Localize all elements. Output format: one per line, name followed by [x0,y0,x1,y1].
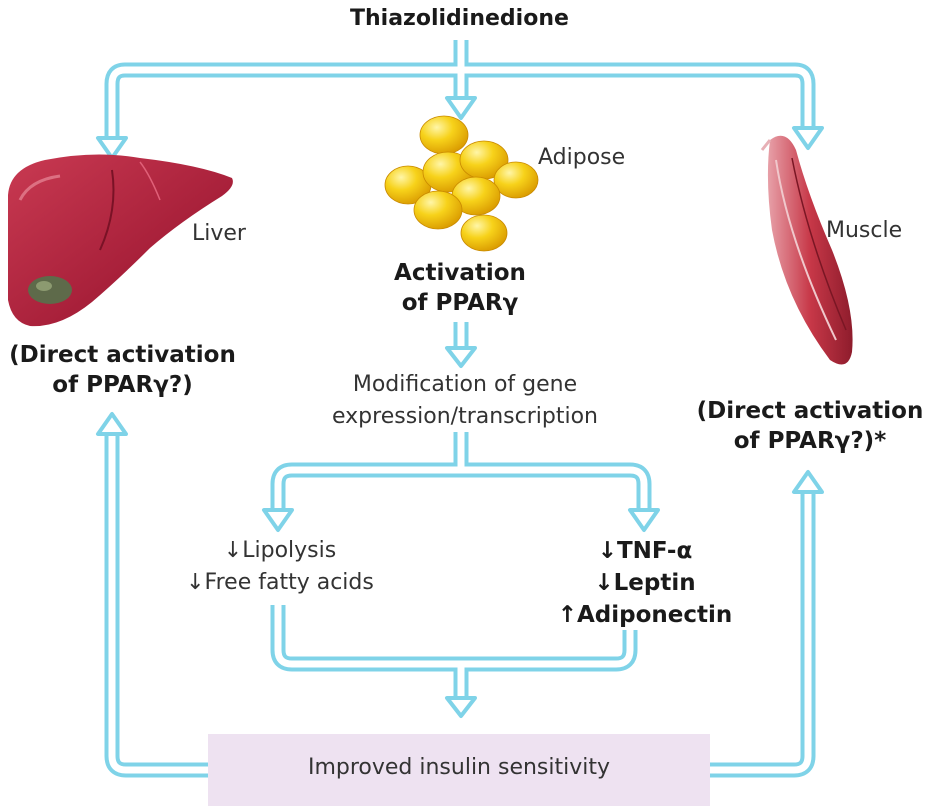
adipose-label: Adipose [538,145,626,170]
liver-direct-activation-note: (Direct activation of PPARγ?) [0,340,245,400]
effect-lipolysis: ↓Lipolysis [223,538,337,563]
adipose-cells [384,115,539,252]
effect-free-fatty-acids: ↓Free fatty acids [186,570,374,595]
ppar-to-gene-arrow [445,322,477,368]
gene-line-1: Modification of gene [352,372,578,397]
muscle-note-line-2: of PPARγ?)* [733,428,887,454]
muscle-label: Muscle [826,218,903,243]
effect-tnf-alpha: ↓TNF-α [597,538,693,564]
ppar-activation-line-2: of PPARγ [401,290,519,316]
liver-label: Liver [192,221,246,246]
gene-split-arrows [262,432,660,532]
effect-leptin: ↓Leptin [594,570,696,596]
liver-note-line-2: of PPARγ?) [52,372,193,398]
top-arrowheads [96,96,824,160]
adipokine-effects: ↓TNF-α ↓Leptin ↑Adiponectin [555,535,735,631]
lipolysis-effects: ↓Lipolysis ↓Free fatty acids [170,535,390,599]
ppar-activation-line-1: Activation [394,260,526,286]
liver-illustration [8,154,233,327]
outcome-box [208,734,710,806]
gene-modification-text: Modification of gene expression/transcri… [320,369,610,433]
diagram-title: Thiazolidinedione [350,6,569,31]
feedback-arrows [96,412,824,778]
outcome-text: Improved insulin sensitivity [307,755,611,780]
muscle-note-line-1: (Direct activation [696,398,924,424]
effect-adiponectin: ↑Adiponectin [557,602,733,628]
muscle-illustration [760,135,853,365]
liver-note-line-1: (Direct activation [9,342,236,368]
top-branch-arrows [104,40,816,140]
effects-merge-arrows [270,605,638,718]
gene-line-2: expression/transcription [332,404,598,429]
ppar-activation-text: Activation of PPARγ [385,258,535,318]
muscle-direct-activation-note: (Direct activation of PPARγ?)* [695,396,925,456]
